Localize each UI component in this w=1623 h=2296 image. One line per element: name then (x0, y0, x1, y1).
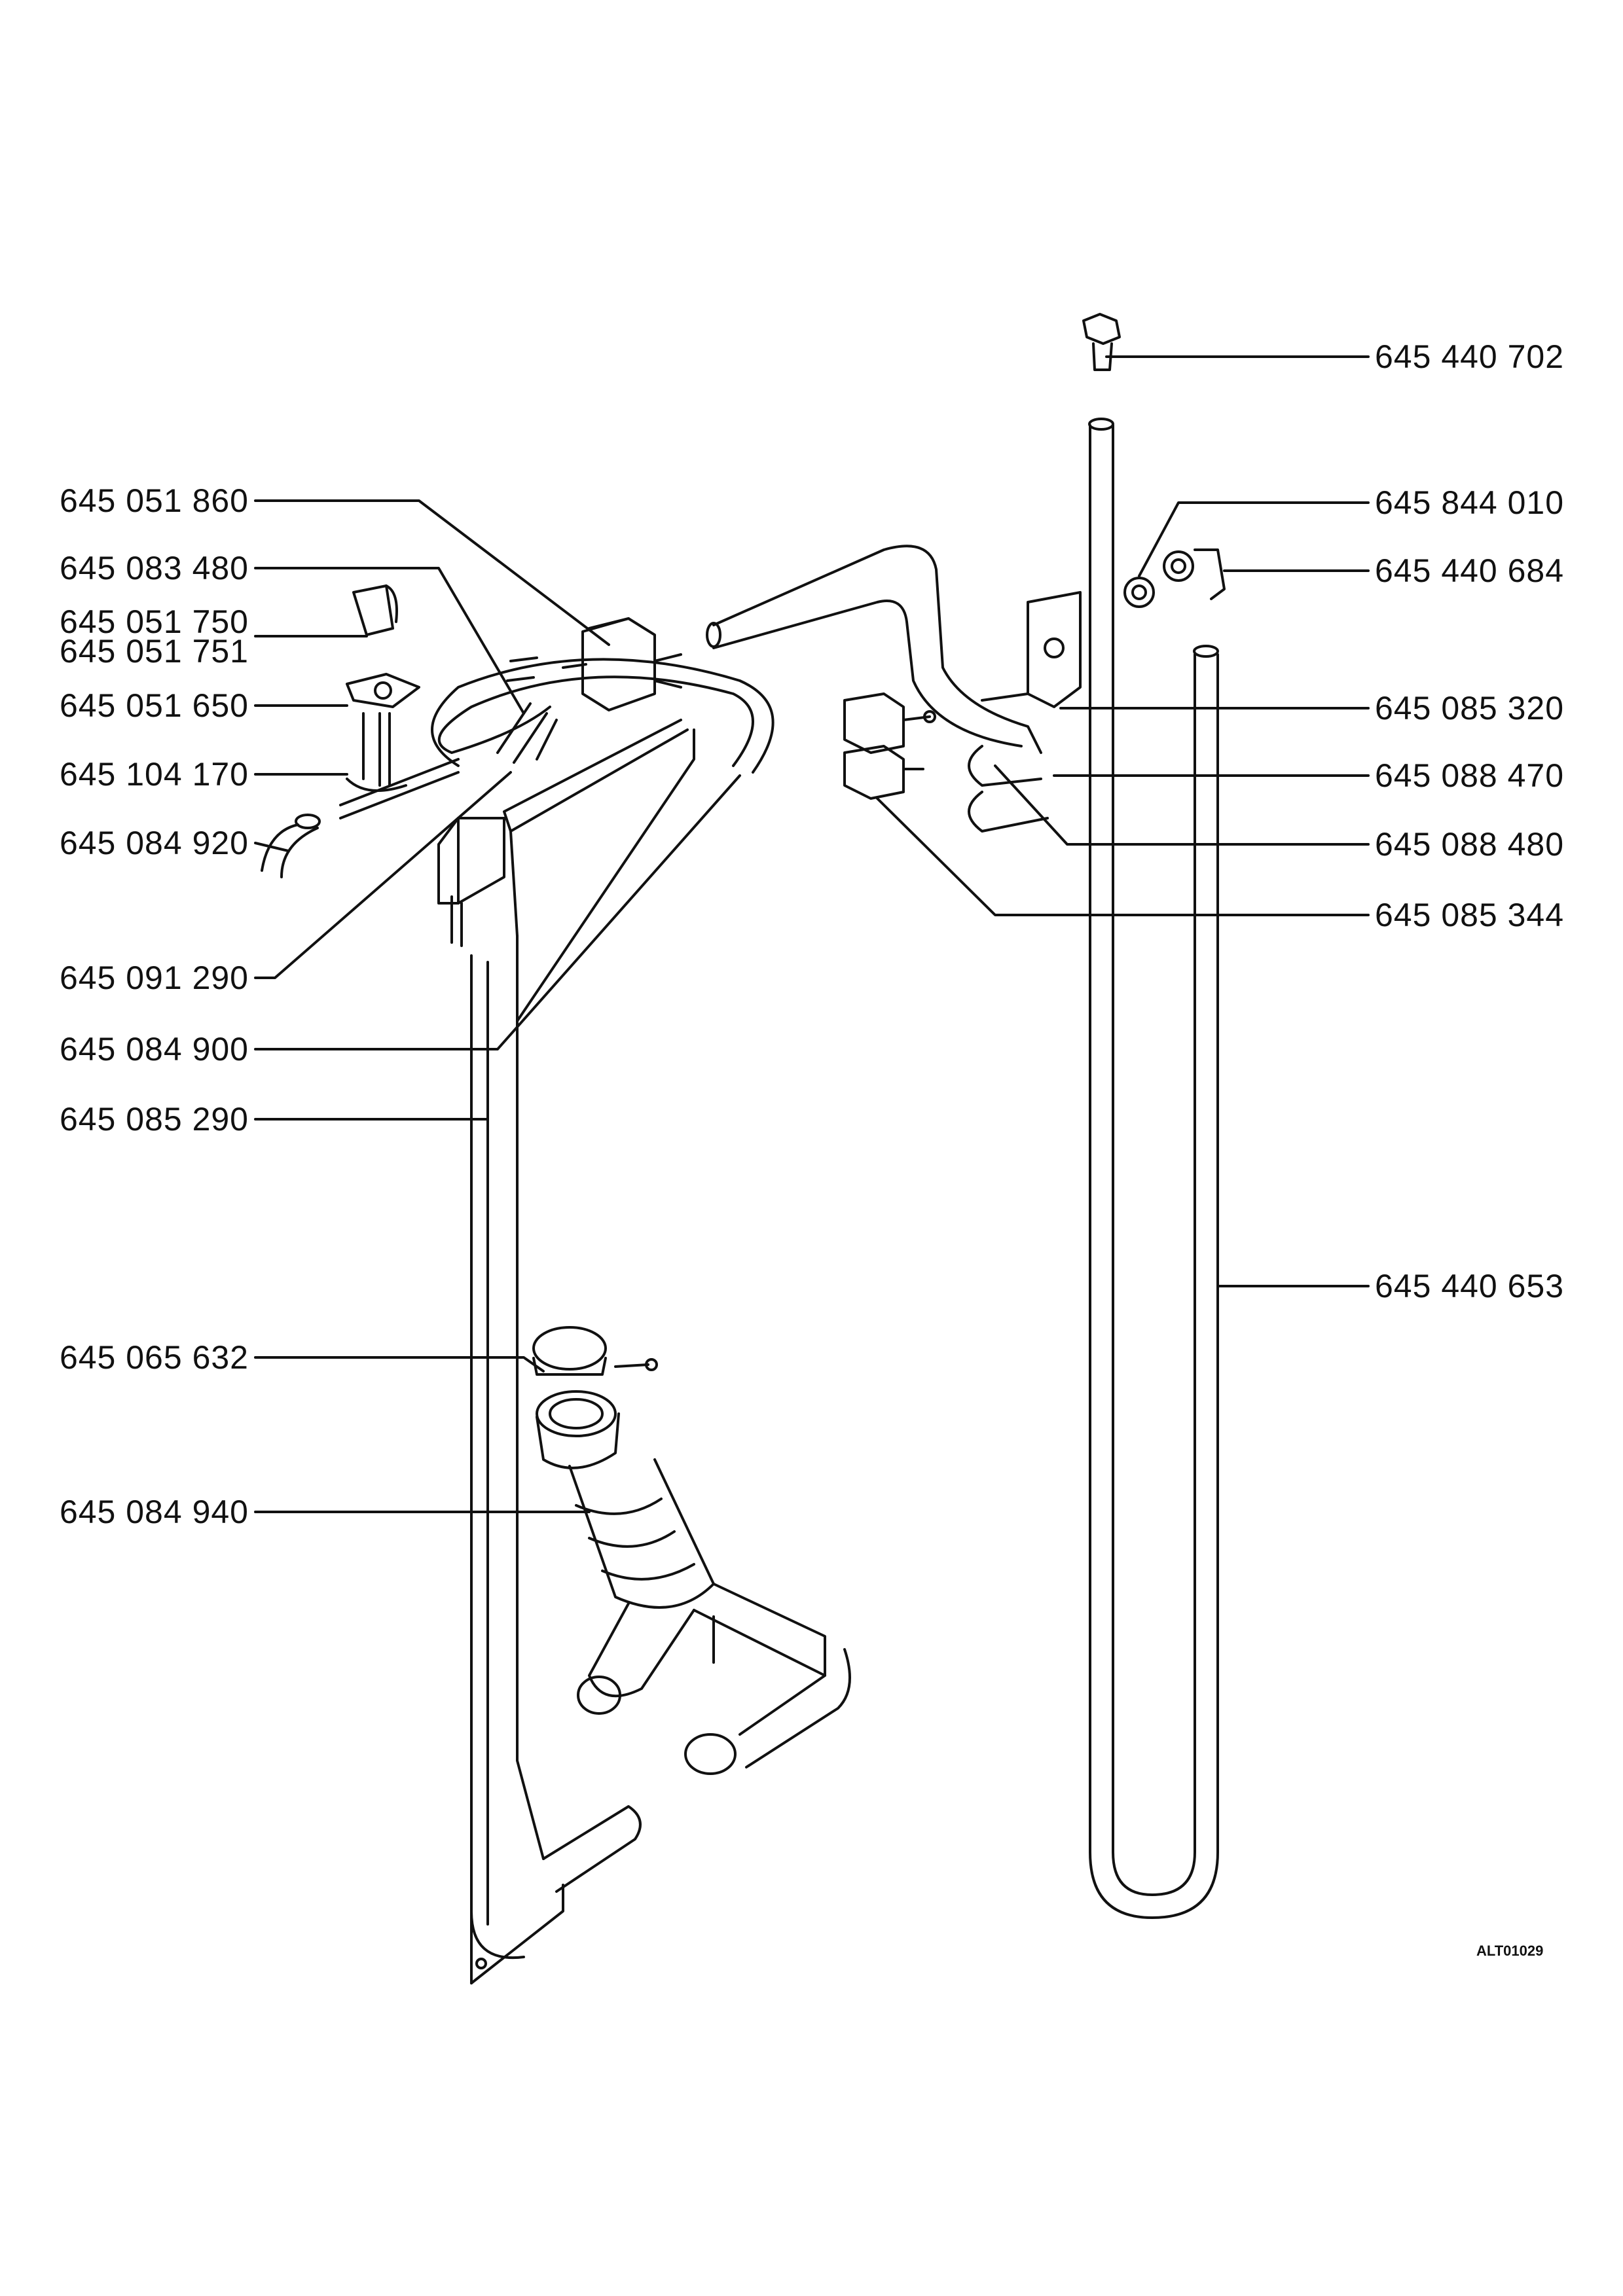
part-label-645-091-290: 645 091 290 (59, 960, 249, 996)
part-label-645-051-750: 645 051 750 (59, 603, 249, 640)
right-pipe-assembly (981, 313, 1226, 1919)
leader-645-844-010 (1138, 501, 1370, 577)
part-label-645-084-940: 645 084 940 (59, 1494, 249, 1530)
part-label-645-088-470: 645 088 470 (1375, 757, 1565, 794)
leader-645-091-290 (254, 771, 512, 979)
drawing-code: ALT01029 (1476, 1943, 1544, 1959)
part-label-645-440-684: 645 440 684 (1375, 552, 1565, 589)
part-label-645-051-751: 645 051 751 (59, 633, 249, 670)
part-label-645-065-632: 645 065 632 (59, 1339, 249, 1376)
part-label-645-085-344: 645 085 344 (1375, 897, 1565, 933)
part-label-645-085-290: 645 085 290 (59, 1101, 249, 1138)
part-label-645-440-702: 645 440 702 (1375, 338, 1565, 375)
left-duct-assembly (437, 719, 695, 1984)
leader-645-084-920 (254, 842, 289, 852)
leader-lines-left (254, 499, 741, 1513)
part-label-645-440-653: 645 440 653 (1375, 1268, 1565, 1304)
leader-645-083-480 (254, 567, 525, 715)
sump-assembly (532, 1326, 851, 1775)
leader-645-088-480 (994, 764, 1370, 846)
part-label-645-104-170: 645 104 170 (59, 756, 249, 793)
part-label-645-084-900: 645 084 900 (59, 1031, 249, 1067)
part-label-645-844-010: 645 844 010 (1375, 484, 1565, 521)
leader-645-084-900 (254, 774, 741, 1050)
part-label-645-051-650: 645 051 650 (59, 687, 249, 724)
leader-645-051-860 (254, 499, 610, 646)
leader-645-065-632 (254, 1356, 545, 1372)
part-label-645-085-320: 645 085 320 (1375, 690, 1565, 726)
part-label-645-051-860: 645 051 860 (59, 482, 249, 519)
part-label-645-088-480: 645 088 480 (1375, 826, 1565, 863)
left-hoses (261, 584, 775, 878)
leader-lines-right (876, 355, 1370, 1287)
part-label-645-083-480: 645 083 480 (59, 550, 249, 586)
part-label-645-084-920: 645 084 920 (59, 825, 249, 861)
right-hoses (706, 545, 1049, 833)
leader-645-085-344 (876, 797, 1370, 916)
